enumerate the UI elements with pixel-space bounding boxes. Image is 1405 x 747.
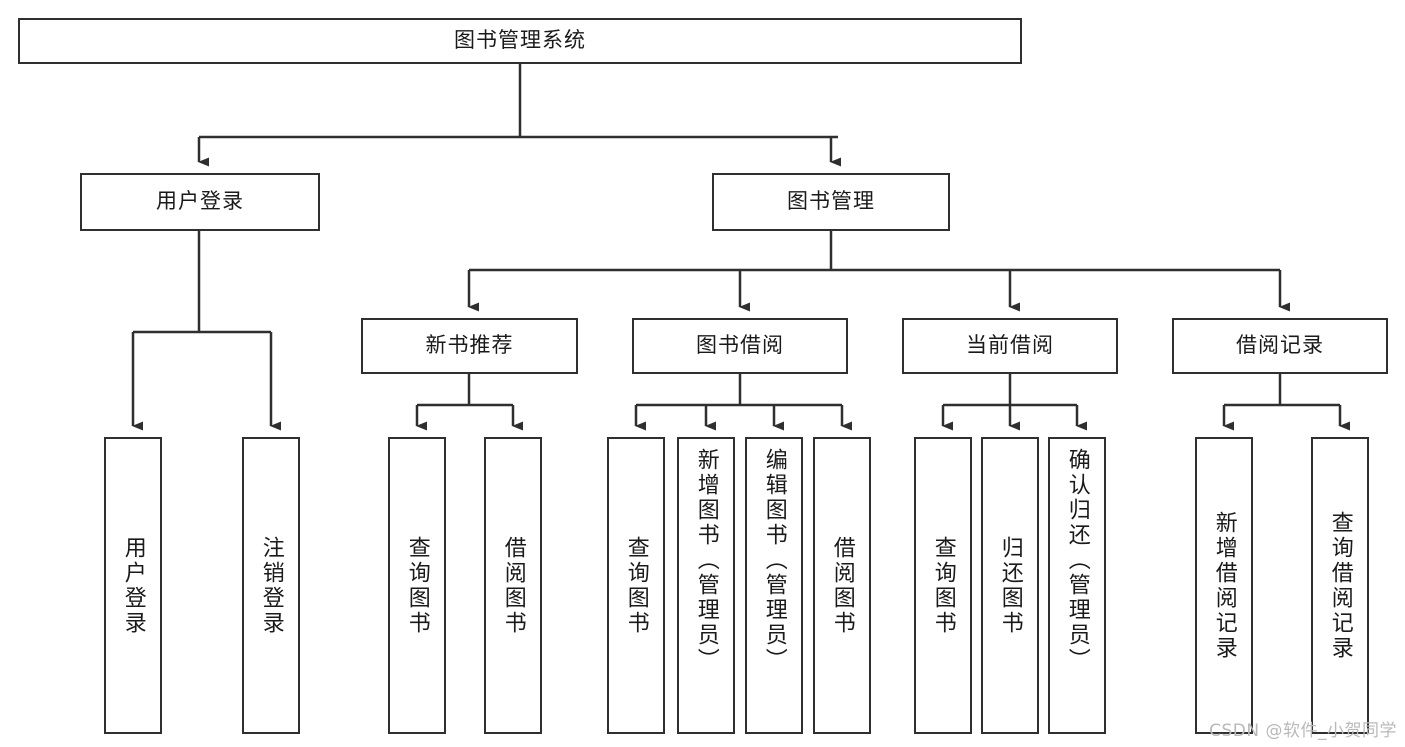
node-label: 新书推荐 bbox=[425, 333, 514, 358]
node-label: 用户登录 bbox=[156, 189, 244, 214]
leaf-borrow-book-recommend[interactable]: 借阅图书 bbox=[484, 437, 542, 734]
node-label: 用户登录 bbox=[120, 535, 146, 636]
leaf-user-login[interactable]: 用户登录 bbox=[104, 437, 162, 734]
leaf-query-book-current[interactable]: 查询图书 bbox=[914, 437, 972, 734]
node-book-management[interactable]: 图书管理 bbox=[712, 173, 950, 231]
node-current-borrow[interactable]: 当前借阅 bbox=[902, 318, 1118, 374]
leaf-add-book-admin[interactable]: 新增图书（管理员） bbox=[677, 437, 735, 734]
leaf-borrow-book[interactable]: 借阅图书 bbox=[813, 437, 871, 734]
leaf-query-book-borrow[interactable]: 查询图书 bbox=[607, 437, 665, 734]
node-label: 查询图书 bbox=[404, 535, 430, 636]
node-label: 确认归还（管理员） bbox=[1064, 448, 1090, 673]
node-label: 注销登录 bbox=[258, 535, 284, 636]
node-label: 图书借阅 bbox=[696, 333, 784, 358]
node-label: 当前借阅 bbox=[966, 333, 1054, 358]
node-label: 新增图书（管理员） bbox=[693, 448, 719, 673]
leaf-query-book-recommend[interactable]: 查询图书 bbox=[388, 437, 446, 734]
leaf-query-borrow-record[interactable]: 查询借阅记录 bbox=[1311, 437, 1369, 734]
node-label: 查询图书 bbox=[930, 535, 956, 636]
csdn-watermark: CSDN @软件_小贺同学 bbox=[1209, 721, 1397, 741]
node-book-borrow[interactable]: 图书借阅 bbox=[632, 318, 848, 374]
leaf-confirm-return-admin[interactable]: 确认归还（管理员） bbox=[1048, 437, 1106, 734]
node-new-book-recommend[interactable]: 新书推荐 bbox=[361, 318, 578, 374]
leaf-return-book[interactable]: 归还图书 bbox=[981, 437, 1039, 734]
node-label: 图书管理 bbox=[787, 189, 875, 214]
node-label: 编辑图书（管理员） bbox=[761, 448, 787, 673]
node-root-system[interactable]: 图书管理系统 bbox=[18, 18, 1022, 64]
node-user-login[interactable]: 用户登录 bbox=[80, 173, 320, 231]
node-label: 查询图书 bbox=[623, 535, 649, 636]
node-label: 查询借阅记录 bbox=[1327, 510, 1353, 661]
node-borrow-record[interactable]: 借阅记录 bbox=[1172, 318, 1388, 374]
node-label: 借阅记录 bbox=[1236, 333, 1324, 358]
node-label: 借阅图书 bbox=[500, 535, 526, 636]
leaf-add-borrow-record[interactable]: 新增借阅记录 bbox=[1195, 437, 1253, 734]
node-label: 归还图书 bbox=[997, 535, 1023, 636]
leaf-edit-book-admin[interactable]: 编辑图书（管理员） bbox=[745, 437, 803, 734]
leaf-logout[interactable]: 注销登录 bbox=[242, 437, 300, 734]
node-label: 借阅图书 bbox=[829, 535, 855, 636]
node-label: 图书管理系统 bbox=[454, 28, 586, 53]
node-label: 新增借阅记录 bbox=[1211, 510, 1237, 661]
